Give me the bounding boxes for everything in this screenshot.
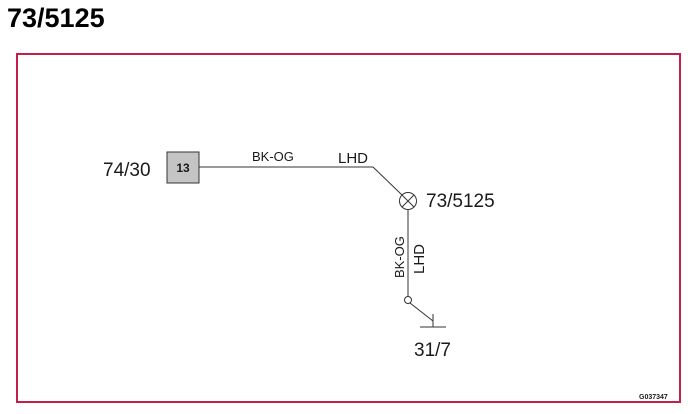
lamp-icon [399,192,417,210]
wire-vertical-color-label: BK-OG [392,236,407,278]
diagram-frame [16,53,681,403]
ground-ref-label: 31/7 [414,340,451,361]
ground-icon [409,302,446,328]
wire-horizontal-color-label: BK-OG [252,149,294,164]
page-title: 73/5125 [7,3,105,33]
wire-horizontal-variant-label: LHD [338,150,368,167]
wire-vertical-variant-label: LHD [411,244,428,274]
connector-pin-box [166,151,200,184]
figure-id-label: G037347 [639,394,668,401]
lamp-ref-label: 73/5125 [426,191,495,212]
terminal-icon [404,296,412,304]
connector-ref-label: 74/30 [103,160,151,181]
wire-diagonal [372,166,403,196]
connector-pin-label: 13 [176,161,190,175]
